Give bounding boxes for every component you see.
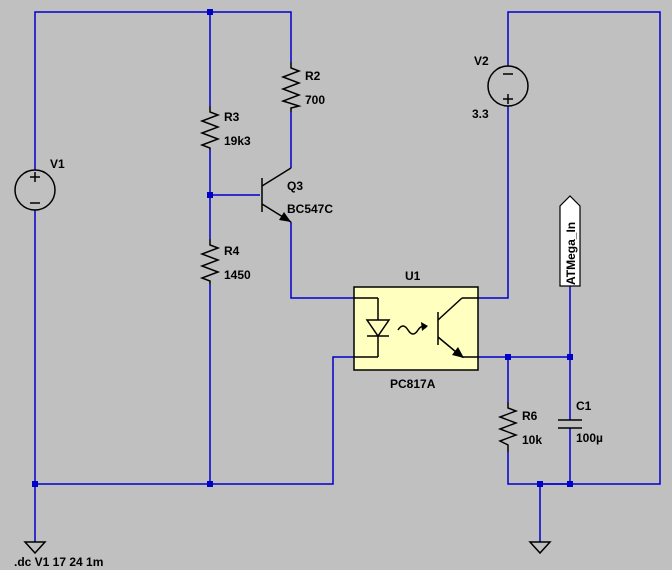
u1-name: U1 xyxy=(405,269,421,283)
ground-icon xyxy=(23,541,47,555)
capacitor-c1: C1 100µ xyxy=(558,399,603,445)
resistor-r6: R6 10k xyxy=(497,402,542,452)
c1-value: 100µ xyxy=(576,431,603,445)
v2-value: 3.3 xyxy=(472,107,489,121)
r3-value: 19k3 xyxy=(224,134,251,148)
junction-out-r6 xyxy=(505,354,511,360)
junction-top xyxy=(207,9,213,15)
wires xyxy=(34,11,661,542)
resistor-r3: R3 19k3 xyxy=(199,106,251,150)
v1-name: V1 xyxy=(50,157,65,171)
r6-name: R6 xyxy=(522,409,538,423)
wire-bottom-rail xyxy=(35,356,354,485)
net-label-text: ATMega_In xyxy=(564,222,578,285)
wire-v2-top-loop xyxy=(507,11,661,485)
r6-value: 10k xyxy=(522,433,542,447)
junction-gnd-left xyxy=(32,481,38,487)
junction-gnd-mid xyxy=(207,481,213,487)
ground-icon xyxy=(528,541,552,555)
voltage-source-v1: V1 xyxy=(14,157,65,211)
v2-name: V2 xyxy=(474,54,489,68)
r2-value: 700 xyxy=(305,93,325,107)
q3-value: BC547C xyxy=(287,202,333,216)
r3-name: R3 xyxy=(224,110,240,124)
junction-gnd-right xyxy=(537,481,543,487)
wire-top-rail xyxy=(34,11,292,170)
spice-directive: .dc V1 17 24 1m xyxy=(14,555,103,569)
u1-value: PC817A xyxy=(390,377,436,391)
c1-name: C1 xyxy=(576,399,592,413)
resistor-r2: R2 700 xyxy=(280,62,325,112)
wire-v2-collector xyxy=(478,106,509,299)
r4-value: 1450 xyxy=(224,268,251,282)
r4-name: R4 xyxy=(224,244,240,258)
junction-out-c1 xyxy=(567,354,573,360)
wire-emitter-led xyxy=(290,222,354,299)
led-icon xyxy=(365,319,391,338)
r2-name: R2 xyxy=(305,69,321,83)
optocoupler-u1: U1 PC817A xyxy=(353,269,479,391)
transistor-q3: Q3 BC547C xyxy=(261,167,333,223)
junction-gnd-c1 xyxy=(567,481,573,487)
q3-name: Q3 xyxy=(287,179,303,193)
ground-left xyxy=(23,541,47,555)
voltage-source-v2: V2 3.3 xyxy=(472,54,529,121)
net-label-atmega: ATMega_In xyxy=(559,195,581,287)
resistor-r4: R4 1450 xyxy=(199,239,251,284)
wire-r6-bottom xyxy=(507,452,570,485)
junctions xyxy=(32,9,573,487)
ground-right xyxy=(528,541,552,555)
emitter-arrow-icon xyxy=(279,212,291,222)
phototransistor-arrow-icon xyxy=(452,347,464,358)
junction-base xyxy=(207,192,213,198)
